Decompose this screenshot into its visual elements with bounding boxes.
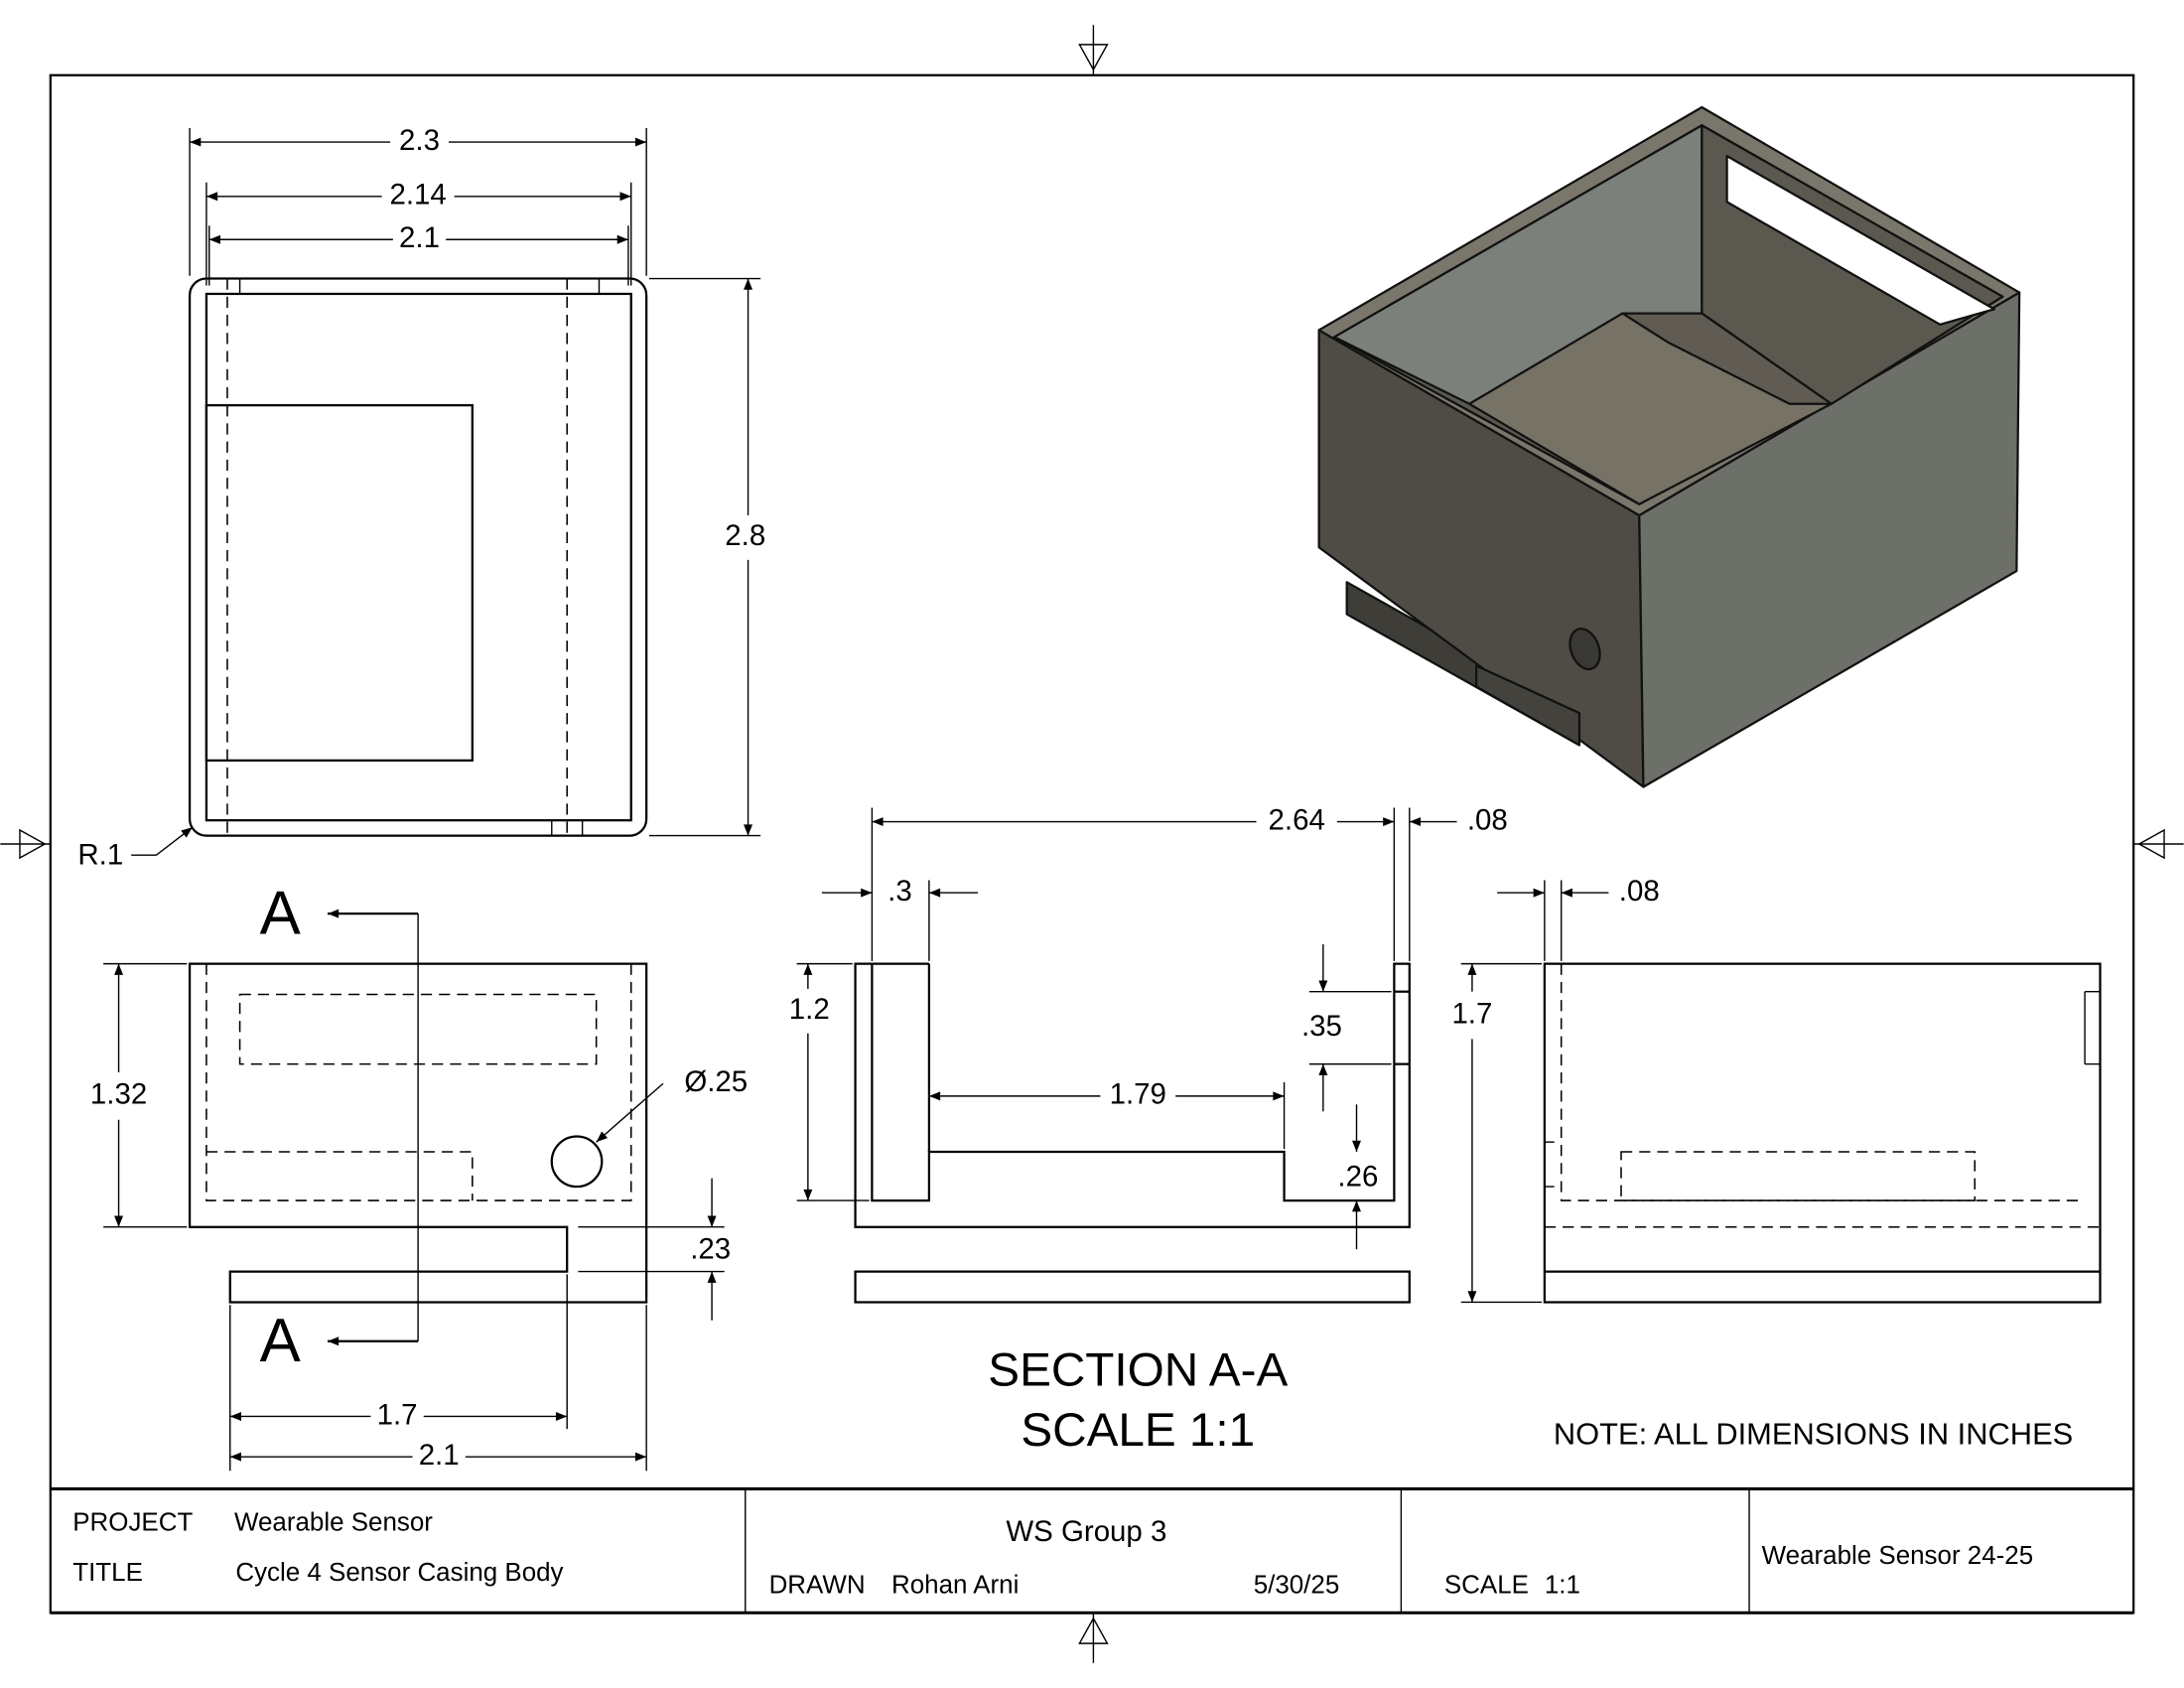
dimensions-note: NOTE: ALL DIMENSIONS IN INCHES bbox=[1554, 1416, 2073, 1451]
dim-height: 2.8 bbox=[725, 519, 765, 552]
dim-wall-right: .08 bbox=[1467, 803, 1508, 836]
isometric-model-view bbox=[1317, 105, 2021, 788]
dim-floor-length: 1.79 bbox=[1110, 1078, 1166, 1111]
dim-wall: .08 bbox=[1619, 875, 1660, 908]
drawn-label: DRAWN bbox=[769, 1571, 866, 1599]
dim-floor-depth: .26 bbox=[1337, 1160, 1378, 1193]
side-view: .08 1.7 bbox=[1451, 875, 2102, 1304]
dim-gap: .23 bbox=[690, 1232, 731, 1265]
dim-overall-width: 2.3 bbox=[399, 124, 440, 157]
dim-height: 1.7 bbox=[1451, 997, 1492, 1030]
dim-length: 2.64 bbox=[1269, 803, 1325, 836]
drawn-by: Rohan Arni bbox=[891, 1571, 1019, 1599]
dim-tab-width: 2.1 bbox=[419, 1439, 460, 1472]
title-block: PROJECT Wearable Sensor TITLE Cycle 4 Se… bbox=[50, 1486, 2134, 1615]
title-label: TITLE bbox=[72, 1559, 143, 1587]
section-label-top: A bbox=[260, 880, 302, 948]
section-scale: SCALE 1:1 bbox=[1021, 1404, 1255, 1457]
project-value: Wearable Sensor bbox=[234, 1508, 433, 1536]
front-view: A A 1.32 Ø.25 .23 1.7 2.1 bbox=[90, 880, 748, 1472]
top-view: 2.3 2.14 2.1 2.8 R.1 bbox=[77, 124, 765, 872]
dim-slot: .35 bbox=[1301, 1010, 1342, 1043]
scale-value: 1:1 bbox=[1545, 1571, 1580, 1599]
drawn-date: 5/30/25 bbox=[1254, 1571, 1340, 1599]
dim-hole: Ø.25 bbox=[684, 1065, 748, 1098]
title-value: Cycle 4 Sensor Casing Body bbox=[235, 1559, 563, 1587]
dim-height: 1.32 bbox=[90, 1078, 147, 1111]
section-view: 2.64 .08 .3 1.2 .35 1.79 .26 SECTION A-A… bbox=[789, 803, 1508, 1457]
dim-inner-width: 2.14 bbox=[389, 179, 446, 211]
group-name: WS Group 3 bbox=[1006, 1515, 1166, 1548]
section-title: SECTION A-A bbox=[988, 1344, 1288, 1397]
dim-height: 1.2 bbox=[789, 993, 830, 1026]
hole-circle bbox=[550, 1135, 604, 1189]
dim-radius: R.1 bbox=[77, 838, 123, 871]
section-label-bottom: A bbox=[260, 1307, 302, 1375]
project-label: PROJECT bbox=[72, 1508, 193, 1536]
dim-pillar: .3 bbox=[887, 875, 912, 908]
dim-tab-length: 1.7 bbox=[377, 1398, 418, 1431]
dim-width: 2.1 bbox=[399, 221, 440, 254]
document-name: Wearable Sensor 24-25 bbox=[1762, 1542, 2033, 1570]
scale-label: SCALE bbox=[1444, 1571, 1529, 1599]
